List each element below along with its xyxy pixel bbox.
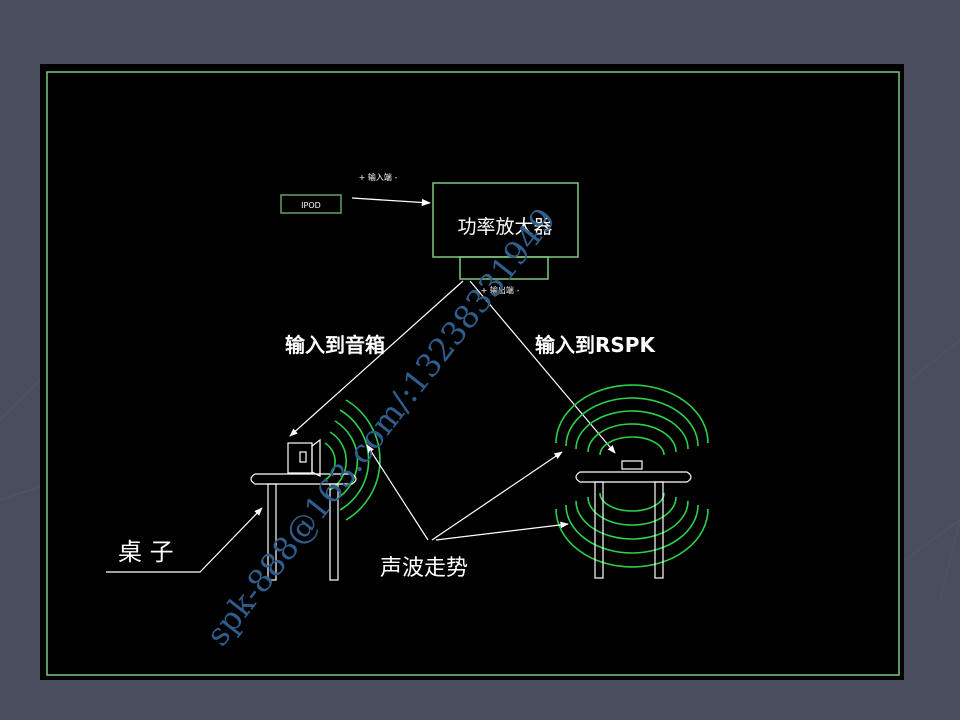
amplifier-label: 功率放大器	[457, 216, 552, 238]
wire-left-speaker	[289, 280, 464, 437]
drawing-frame	[46, 71, 900, 676]
source-box: IPOD	[280, 194, 342, 214]
left-speaker	[287, 438, 321, 477]
amplifier-box: 功率放大器	[432, 182, 579, 280]
source-label: IPOD	[301, 201, 321, 210]
right-speaker-label: 输入到RSPK	[535, 333, 656, 357]
left-table	[250, 473, 357, 581]
table-label: 桌 子	[118, 538, 174, 566]
table-leader	[106, 507, 263, 573]
wire-right-speaker	[469, 280, 616, 454]
input-arrow	[351, 197, 431, 207]
input-label: + 输入端 -	[359, 172, 398, 182]
right-speaker	[621, 460, 643, 470]
left-speaker-label: 输入到音箱	[285, 333, 385, 357]
cad-canvas	[40, 64, 904, 680]
right-sound-waves	[555, 384, 709, 568]
right-table	[575, 471, 692, 579]
sound-label: 声波走势	[380, 556, 468, 581]
sound-pointer-arrows	[366, 444, 569, 541]
left-sound-waves	[324, 399, 381, 521]
output-label: + 输出端 -	[481, 285, 520, 295]
